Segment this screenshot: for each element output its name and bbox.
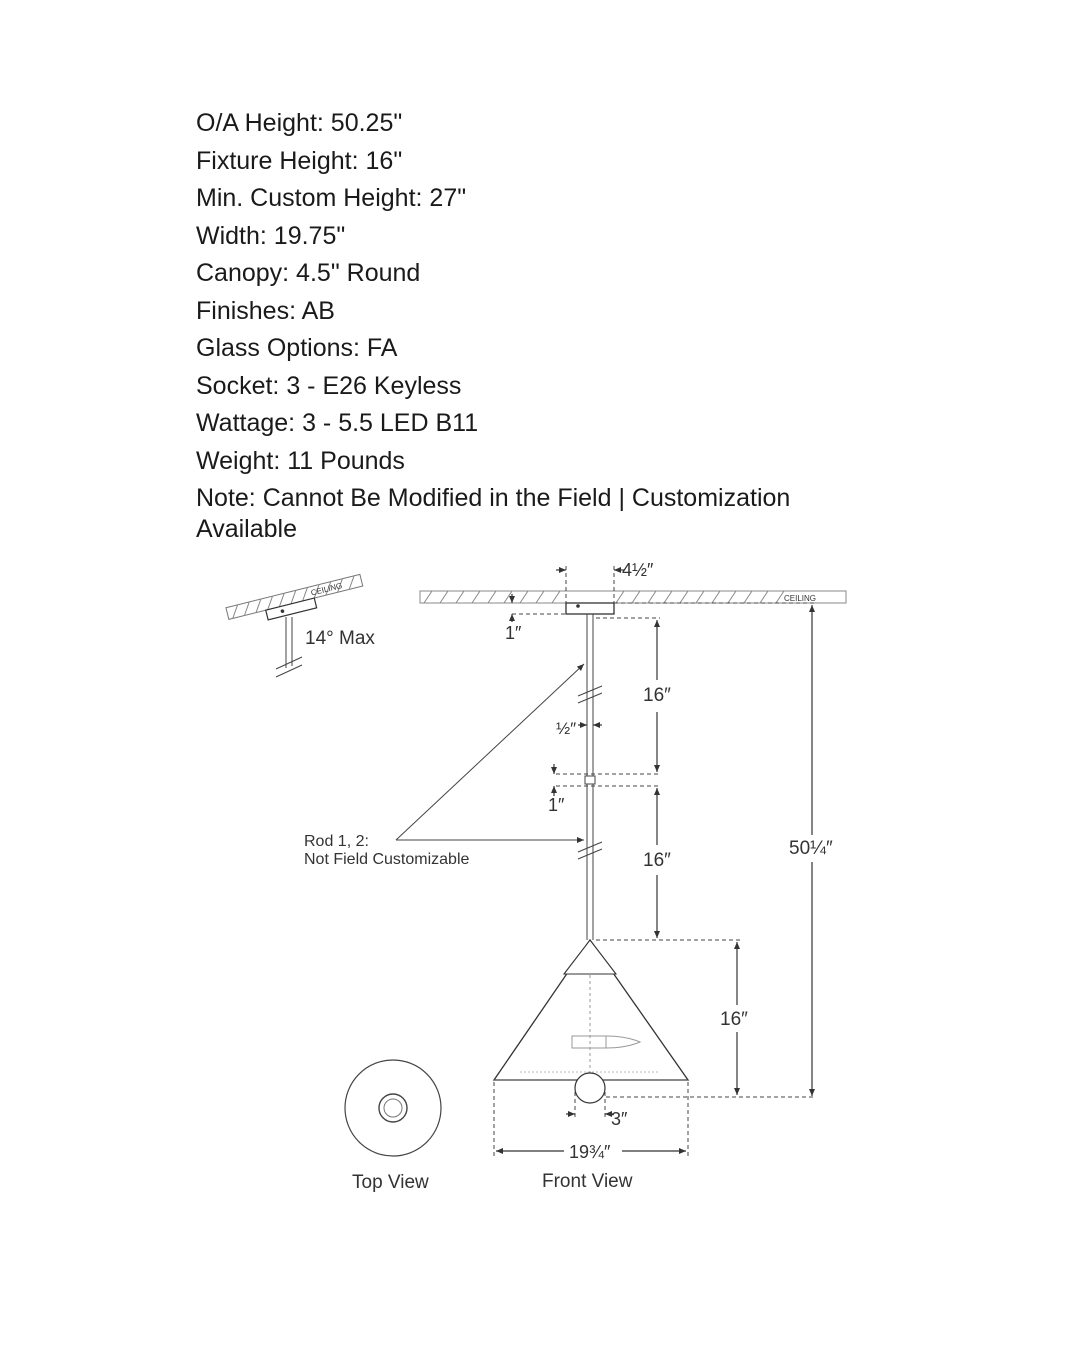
ceiling-band — [419, 590, 847, 604]
spec-socket: Socket: 3 - E26 Keyless — [196, 371, 462, 400]
ceiling: CEILING — [419, 590, 847, 604]
spec-list: O/A Height: 50.25" Fixture Height: 16" M… — [196, 108, 876, 552]
fixture-width-label: 19¾″ — [569, 1142, 611, 1162]
rod-diameter-label: ½″ — [556, 719, 576, 738]
fixture-shade — [492, 938, 690, 1104]
spec-finishes: Finishes: AB — [196, 296, 335, 325]
rod-note-leader-1 — [395, 663, 585, 841]
top-view — [344, 1059, 442, 1157]
canopy-screw — [576, 604, 580, 608]
spec-wattage: Wattage: 3 - 5.5 LED B11 — [196, 409, 479, 437]
spec-width: Width: 19.75" — [196, 221, 346, 250]
sloped-ceiling-hatch — [232, 575, 355, 619]
ceiling-label: CEILING — [784, 594, 816, 603]
rod2-length-label: 16″ — [643, 850, 671, 871]
spec-min-custom-height: Min. Custom Height: 27" — [196, 184, 467, 212]
rod-note-line1: Rod 1, 2: — [304, 833, 369, 850]
spec-note: Note: Cannot Be Modified in the Field | … — [196, 484, 791, 543]
rod1-length-label: 16″ — [643, 685, 671, 706]
bulb-width-label: 3″ — [611, 1109, 628, 1129]
rod-note-line2: Not Field Customizable — [304, 851, 470, 868]
spec-fixture-height: Fixture Height: 16" — [196, 146, 403, 175]
canopy-width-label: 4½″ — [622, 560, 654, 580]
slope-label: 14° Max — [305, 628, 375, 649]
fixture-height-label: 16″ — [720, 1009, 748, 1030]
coupler-height-label: 1″ — [548, 795, 565, 815]
overall-height-label: 50¼″ — [789, 838, 833, 859]
top-view-label: Top View — [352, 1172, 429, 1193]
spec-oa-height: O/A Height: 50.25" — [196, 109, 403, 137]
canopy-height-label: 1″ — [505, 623, 522, 643]
rod — [577, 614, 603, 940]
ceiling-hatch — [423, 590, 785, 604]
spec-canopy: Canopy: 4.5" Round — [196, 259, 421, 287]
sloped-canopy — [265, 597, 318, 621]
sloped-ceiling-detail: CEILING 14° Max — [225, 573, 375, 678]
spec-weight: Weight: 11 Pounds — [196, 446, 405, 475]
bulb — [574, 1072, 606, 1104]
spec-glass-options: Glass Options: FA — [196, 334, 398, 362]
front-view-label: Front View — [542, 1171, 633, 1192]
canopy — [565, 602, 615, 615]
